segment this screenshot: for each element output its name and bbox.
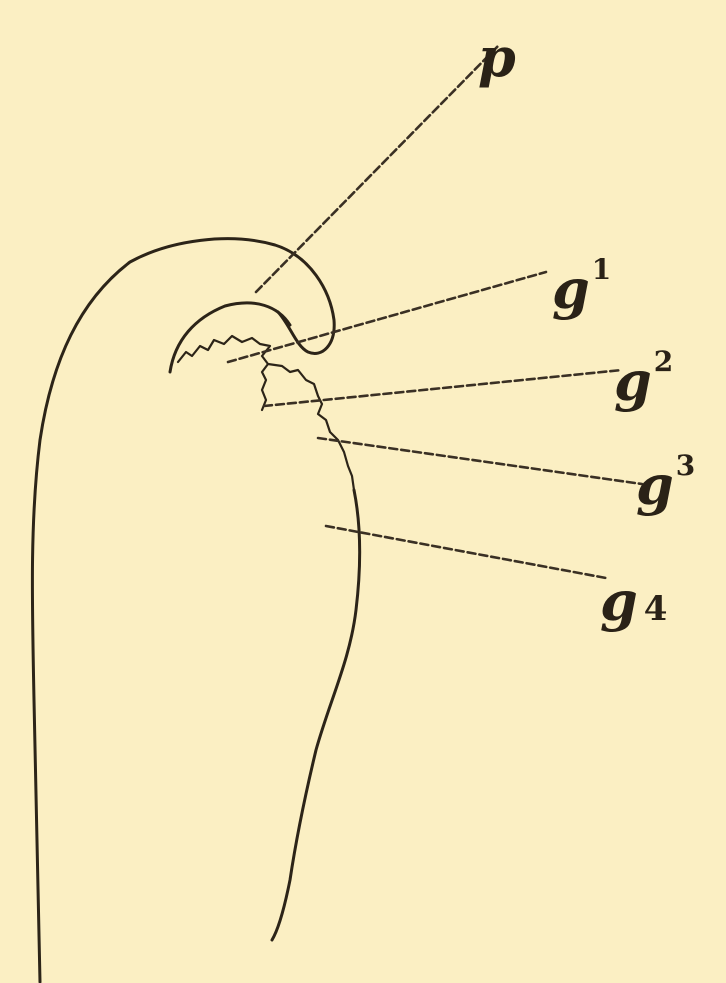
outer-contour [32, 239, 334, 982]
label-g3: g3 [636, 458, 695, 512]
leader-line-p [256, 44, 500, 292]
label-g2: g2 [614, 354, 673, 408]
label-g1-letter: g [552, 257, 590, 321]
label-g3-index: 3 [676, 449, 695, 482]
label-g4-letter: g [600, 569, 638, 633]
leader-line-g1 [228, 272, 546, 362]
label-g2-letter: g [614, 349, 652, 413]
label-g1: g1 [552, 262, 611, 316]
label-g1-index: 1 [592, 253, 611, 286]
label-g3-letter: g [636, 453, 674, 517]
inner-jagged-contour [178, 336, 354, 490]
leader-line-g2 [264, 370, 622, 406]
leader-line-g4 [326, 526, 606, 578]
label-p-letter: p [478, 25, 516, 89]
label-g4-index: 4 [644, 589, 668, 629]
label-g2-index: 2 [654, 345, 673, 378]
inner-lower-contour [272, 490, 360, 940]
leader-line-g3 [318, 438, 642, 484]
label-p: p [478, 30, 516, 84]
